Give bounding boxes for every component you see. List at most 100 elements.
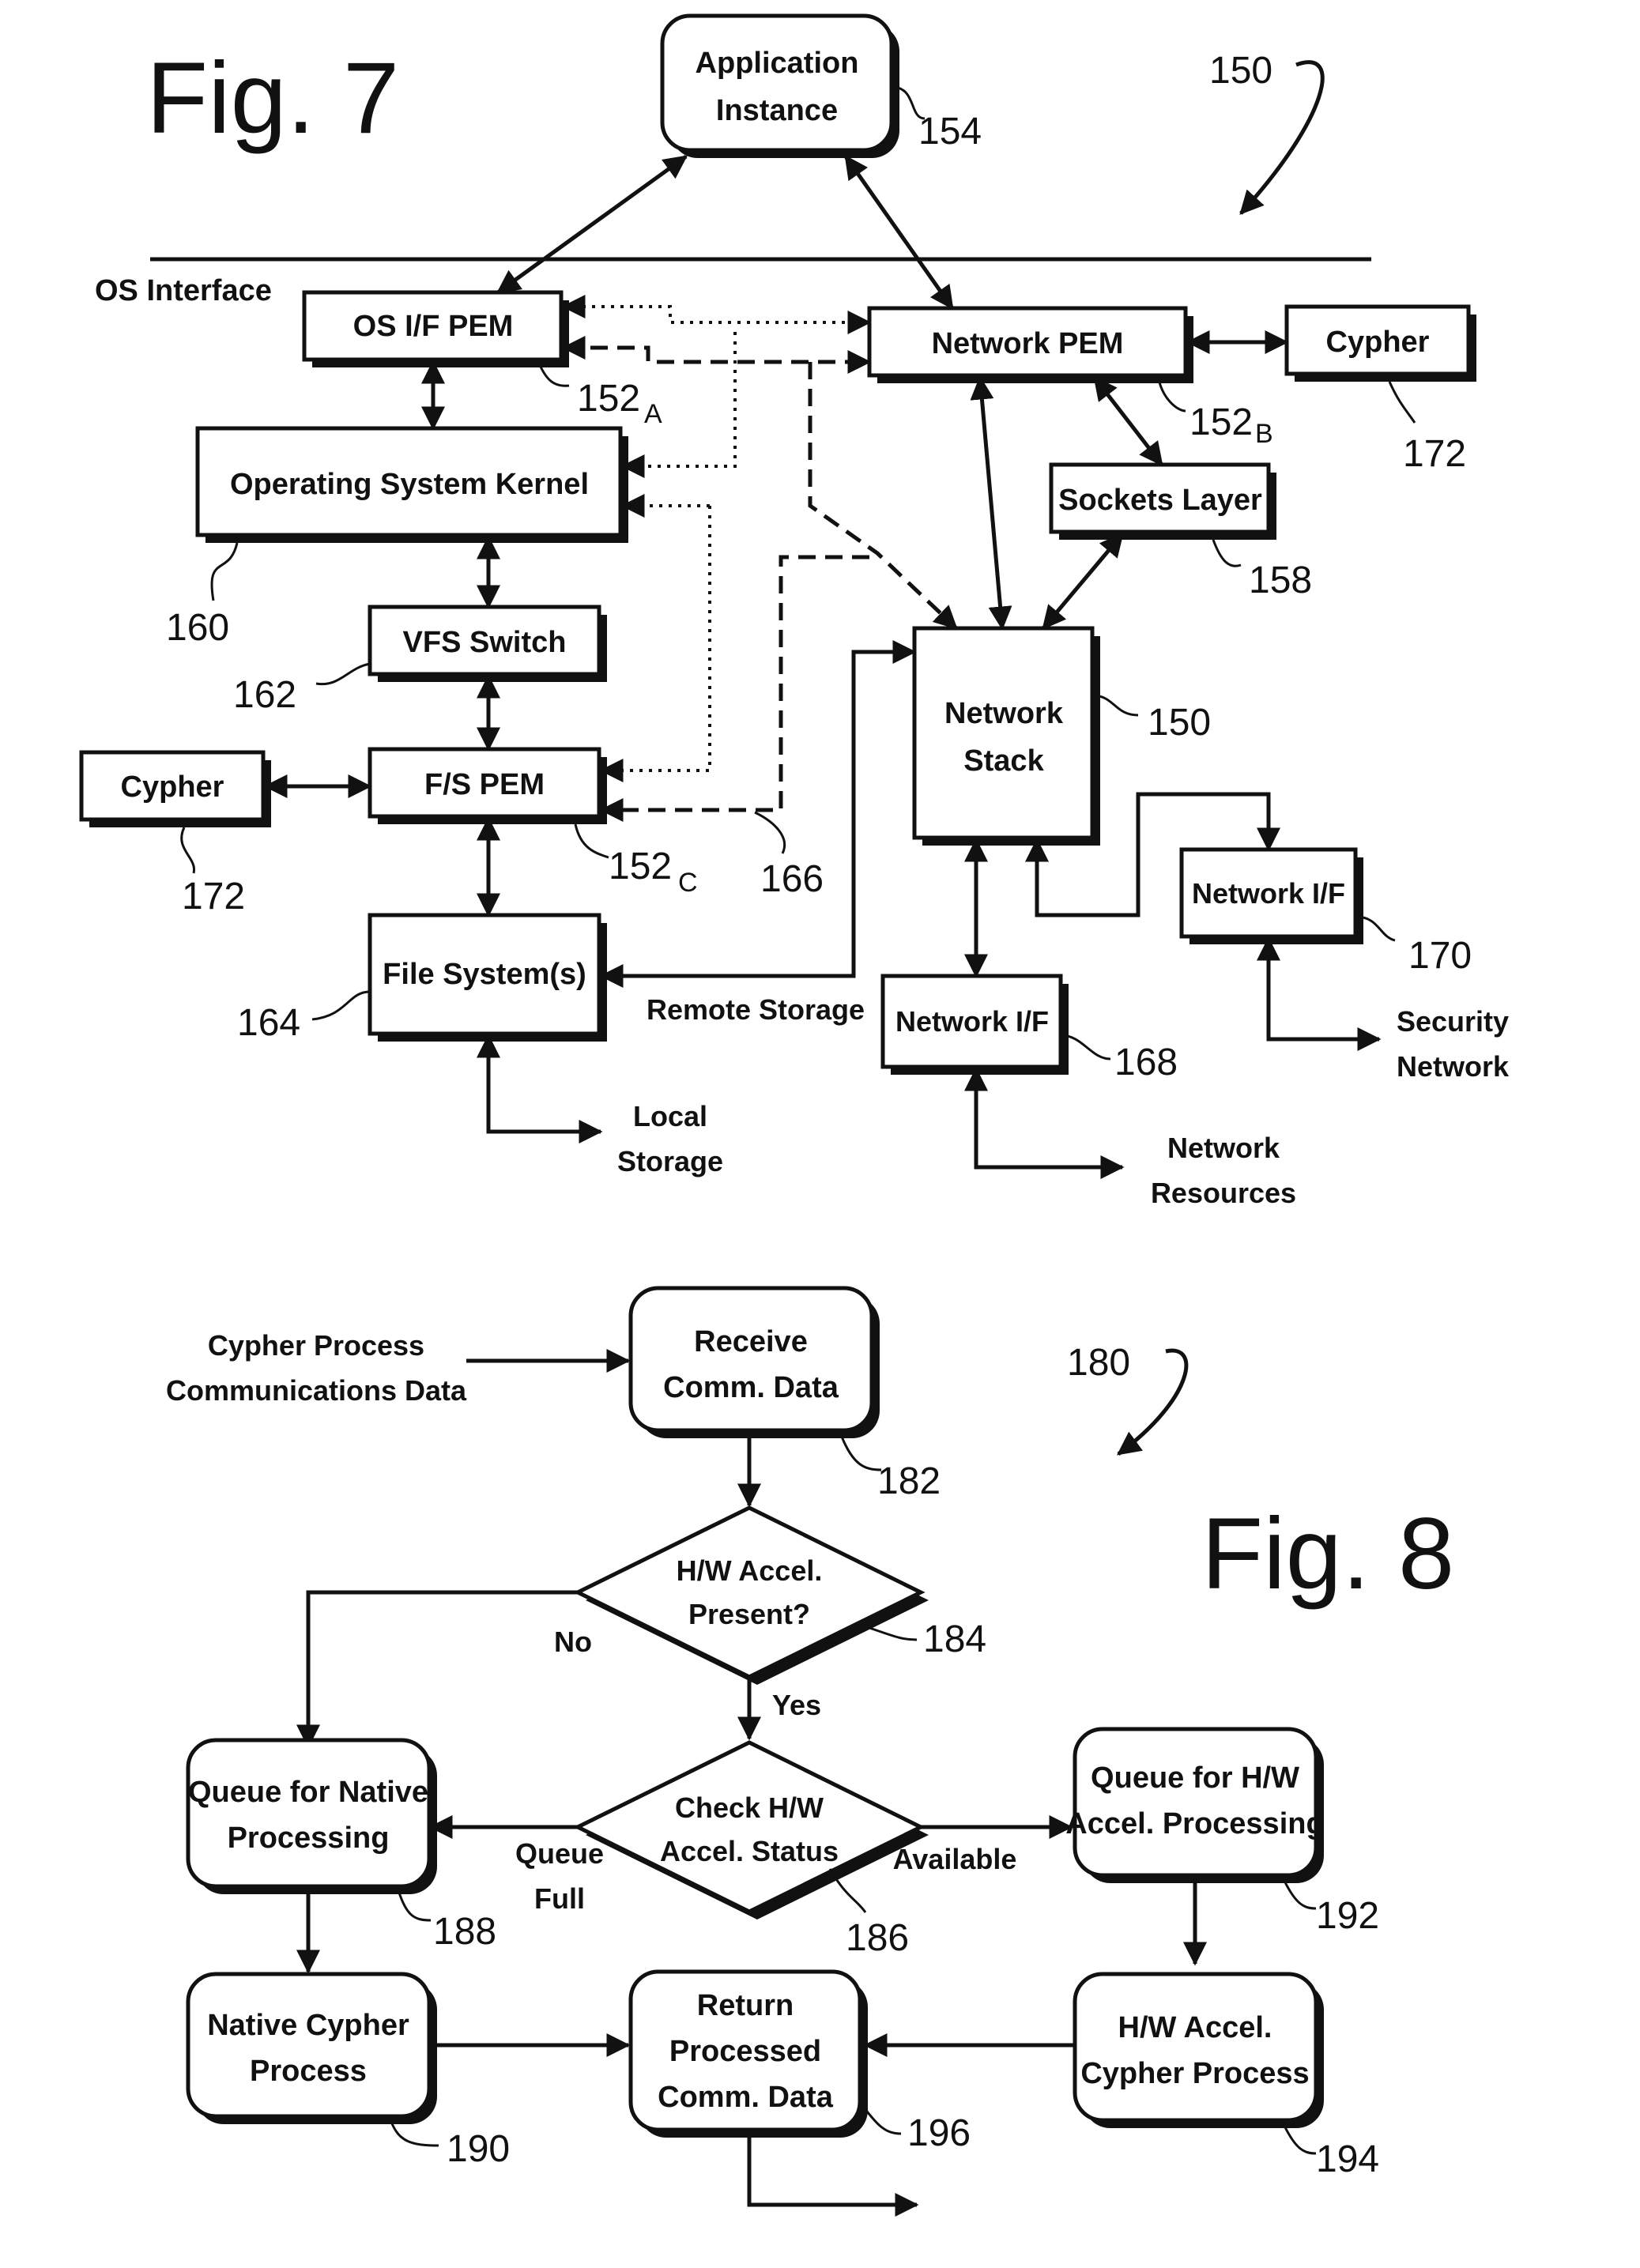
ref-152c-sub: C [678, 868, 698, 898]
queue-hw-box: Queue for H/W Accel. Processing [1065, 1729, 1324, 1883]
network-if-bottom-box: Network I/F [883, 976, 1069, 1075]
network-resources-line2: Resources [1151, 1177, 1296, 1209]
queue-hw-line2: Accel. Processing [1065, 1807, 1324, 1840]
return-box: Return Processed Comm. Data [631, 1972, 868, 2138]
ref-158: 158 [1249, 559, 1312, 601]
network-stack-box: Network Stack [914, 628, 1100, 846]
security-network-line1: Security [1397, 1005, 1509, 1038]
ref-190: 190 [447, 2128, 510, 2170]
hw-cypher-line2: Cypher Process [1080, 2057, 1309, 2090]
check-status-line1: Check H/W [675, 1791, 824, 1824]
native-cypher-line1: Native Cypher [207, 2009, 409, 2042]
native-cypher-box: Native Cypher Process [188, 1974, 437, 2124]
arrow-return-out [749, 2134, 917, 2205]
queue-native-line2: Processing [228, 1822, 390, 1855]
ref-152a-sub: A [644, 399, 662, 429]
ref-152a: 152 [577, 378, 640, 420]
queue-full-line2: Full [534, 1882, 585, 1915]
receive-box: Receive Comm. Data [631, 1288, 880, 1438]
queue-full-line1: Queue [515, 1837, 604, 1870]
ref-160: 160 [166, 607, 229, 649]
hw-present-line2: Present? [688, 1598, 810, 1630]
fs-pem-box: F/S PEM [370, 749, 607, 824]
ref-170: 170 [1408, 935, 1472, 977]
security-network-line2: Network [1397, 1050, 1510, 1083]
leader-164 [312, 992, 370, 1019]
local-storage-line2: Storage [617, 1145, 723, 1177]
ref-154: 154 [918, 111, 982, 153]
leader-188 [399, 1893, 431, 1920]
no-label: No [554, 1626, 592, 1658]
leader-166 [755, 812, 785, 853]
ref-166: 166 [760, 858, 824, 900]
network-if-right-box: Network I/F [1182, 850, 1363, 944]
hw-cypher-line1: H/W Accel. [1118, 2011, 1272, 2044]
hw-cypher-box: H/W Accel. Cypher Process [1075, 1974, 1324, 2128]
queue-hw-line1: Queue for H/W [1091, 1761, 1299, 1795]
network-resources-line1: Network [1167, 1132, 1280, 1164]
ref-182: 182 [877, 1460, 941, 1502]
hw-present-line1: H/W Accel. [677, 1554, 823, 1587]
network-stack-line2: Stack [963, 744, 1044, 778]
fig8-title: Fig. 8 [1201, 1498, 1454, 1611]
ref-186: 186 [846, 1917, 909, 1959]
vfs-switch-box: VFS Switch [370, 607, 607, 682]
cypher-right-label: Cypher [1326, 326, 1430, 359]
return-line1: Return [697, 1989, 794, 2022]
input-label-line1: Cypher Process [208, 1329, 424, 1362]
leader-192 [1284, 1881, 1316, 1908]
os-if-pem-box: OS I/F PEM [304, 292, 569, 367]
arrow-no [308, 1592, 578, 1746]
fig8-ref-180: 180 [1067, 1342, 1130, 1384]
hw-present-diamond: H/W Accel. Present? [578, 1508, 929, 1685]
return-line2: Processed [669, 2035, 821, 2068]
network-if-right-label: Network I/F [1192, 877, 1345, 910]
leader-184 [869, 1628, 917, 1640]
check-status-line2: Accel. Status [660, 1835, 839, 1867]
os-if-pem-label: OS I/F PEM [353, 310, 514, 343]
vfs-switch-label: VFS Switch [403, 626, 567, 659]
queue-native-line1: Queue for Native [188, 1776, 428, 1809]
ref-172-left: 172 [182, 876, 245, 917]
ref-150-stack: 150 [1148, 702, 1211, 744]
application-instance-box: Application Instance [662, 16, 899, 158]
fig7-ref-150: 150 [1209, 50, 1272, 92]
ref-194: 194 [1316, 2138, 1379, 2180]
leader-160 [212, 543, 237, 601]
app-instance-line1: Application [696, 47, 859, 80]
receive-line1: Receive [694, 1325, 808, 1358]
receive-line2: Comm. Data [663, 1371, 839, 1404]
ref-152b: 152 [1189, 401, 1253, 443]
ref-164: 164 [237, 1002, 300, 1044]
ref-152c: 152 [609, 846, 672, 887]
network-pem-label: Network PEM [932, 327, 1124, 360]
cypher-right-box: Cypher [1287, 307, 1476, 382]
available-label: Available [893, 1843, 1017, 1875]
os-interface-label: OS Interface [95, 274, 272, 307]
file-systems-label: File System(s) [383, 958, 586, 991]
leader-194 [1284, 2126, 1316, 2153]
ref-172-right: 172 [1403, 433, 1466, 475]
app-instance-line2: Instance [716, 94, 838, 127]
local-storage-line1: Local [633, 1100, 707, 1132]
cypher-left-box: Cypher [81, 752, 271, 827]
queue-native-box: Queue for Native Processing [188, 1740, 437, 1894]
leader-162 [316, 664, 370, 684]
network-pem-box: Network PEM [869, 308, 1193, 383]
fig7-title: Fig. 7 [146, 42, 399, 155]
leader-182 [842, 1437, 881, 1470]
ref-168: 168 [1114, 1042, 1178, 1083]
leader-158 [1213, 540, 1241, 566]
native-cypher-line2: Process [250, 2055, 367, 2088]
sockets-layer-label: Sockets Layer [1058, 484, 1262, 517]
leader-172-right [1389, 382, 1415, 423]
fs-pem-label: F/S PEM [424, 768, 545, 801]
ref-192: 192 [1316, 1895, 1379, 1937]
ref-152b-sub: B [1255, 419, 1273, 449]
yes-label: Yes [772, 1689, 821, 1721]
ref-196: 196 [907, 2112, 971, 2154]
ref-184: 184 [923, 1618, 986, 1660]
ref-188: 188 [433, 1911, 496, 1953]
